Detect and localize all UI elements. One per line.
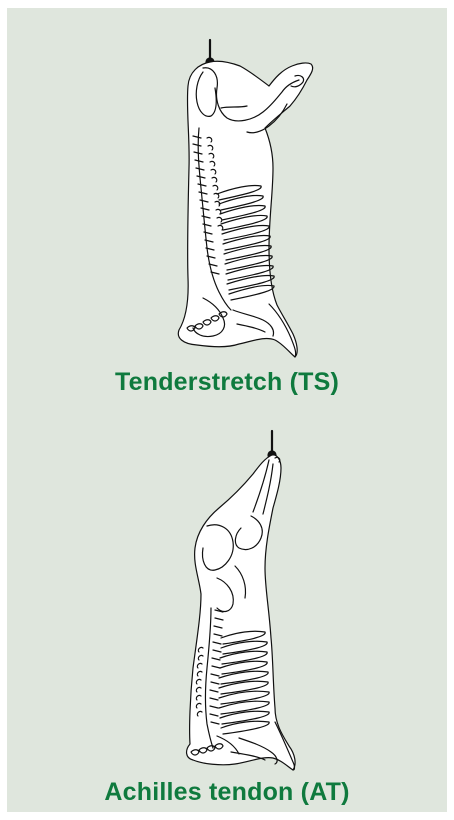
achilles-tendon-caption: Achilles tendon (AT)	[7, 778, 447, 807]
achilles-tendon-figure: Achilles tendon (AT)	[7, 8, 447, 812]
illustration-panel: Tenderstretch (TS)	[7, 8, 447, 812]
achilles-carcass-icon	[7, 8, 447, 812]
